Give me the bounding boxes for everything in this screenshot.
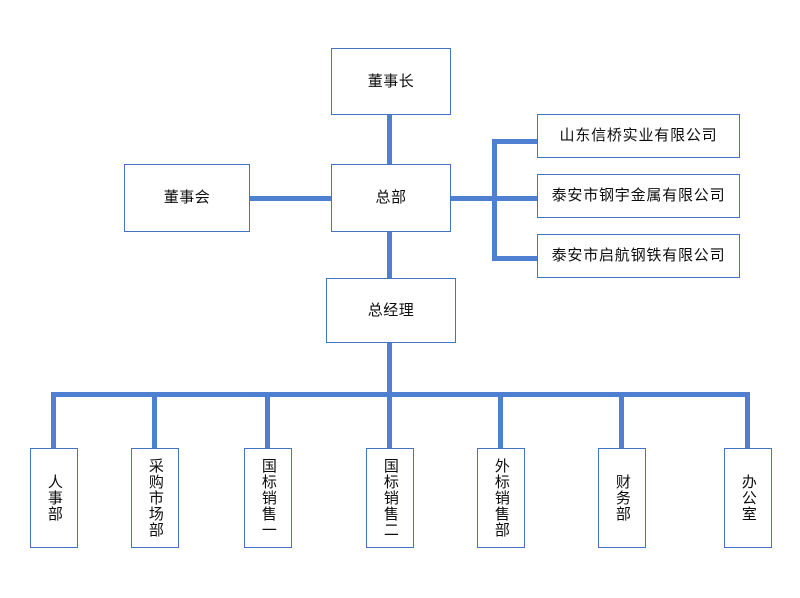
node-department-7[interactable]: 办公室 [724,448,772,548]
node-department-3-label: 国标销售一 [259,458,278,538]
node-department-2[interactable]: 采购市场部 [131,448,179,548]
connector-board-to-headquarters [250,196,332,201]
connector-headquarters-to-general-manager [387,231,392,279]
connector-department-4 [387,392,392,449]
connector-department-3 [265,392,270,449]
connector-department-6 [619,392,624,449]
node-board[interactable]: 董事会 [124,164,250,232]
connector-general-manager-to-bus [387,343,392,397]
node-department-3[interactable]: 国标销售一 [244,448,292,548]
node-general-manager-label: 总经理 [367,300,415,319]
connector-department-7 [745,392,750,449]
node-subsidiary-2-label: 泰安市钢宇金属有限公司 [551,186,726,205]
node-subsidiary-2[interactable]: 泰安市钢宇金属有限公司 [537,174,740,218]
connector-department-2 [152,392,157,449]
node-board-label: 董事会 [163,188,211,207]
connector-subsidiary-3 [492,256,538,261]
node-chairman[interactable]: 董事长 [331,48,451,115]
connector-subsidiary-2 [492,196,538,201]
connector-subsidiary-1 [492,139,538,144]
node-department-4-label: 国标销售二 [381,458,400,538]
node-department-1[interactable]: 人事部 [30,448,78,548]
node-department-1-label: 人事部 [45,474,64,522]
node-department-2-label: 采购市场部 [146,458,165,538]
connector-chairman-to-headquarters [387,115,392,166]
connector-department-bus [51,392,750,397]
node-general-manager[interactable]: 总经理 [326,278,456,343]
node-department-6-label: 财务部 [613,474,632,522]
node-subsidiary-3-label: 泰安市启航钢铁有限公司 [551,246,726,265]
node-headquarters-label: 总部 [375,188,407,207]
node-subsidiary-3[interactable]: 泰安市启航钢铁有限公司 [537,234,740,278]
node-subsidiary-1[interactable]: 山东信桥实业有限公司 [537,114,740,158]
connector-department-5 [498,392,503,449]
node-chairman-label: 董事长 [367,71,415,90]
connector-department-1 [51,392,56,449]
node-headquarters[interactable]: 总部 [331,164,451,232]
node-department-5-label: 外标销售部 [492,458,511,538]
node-department-4[interactable]: 国标销售二 [366,448,414,548]
node-subsidiary-1-label: 山东信桥实业有限公司 [559,126,718,145]
connector-headquarters-to-branch-stem [451,196,497,201]
node-department-7-label: 办公室 [739,474,758,522]
node-department-6[interactable]: 财务部 [598,448,646,548]
node-department-5[interactable]: 外标销售部 [477,448,525,548]
